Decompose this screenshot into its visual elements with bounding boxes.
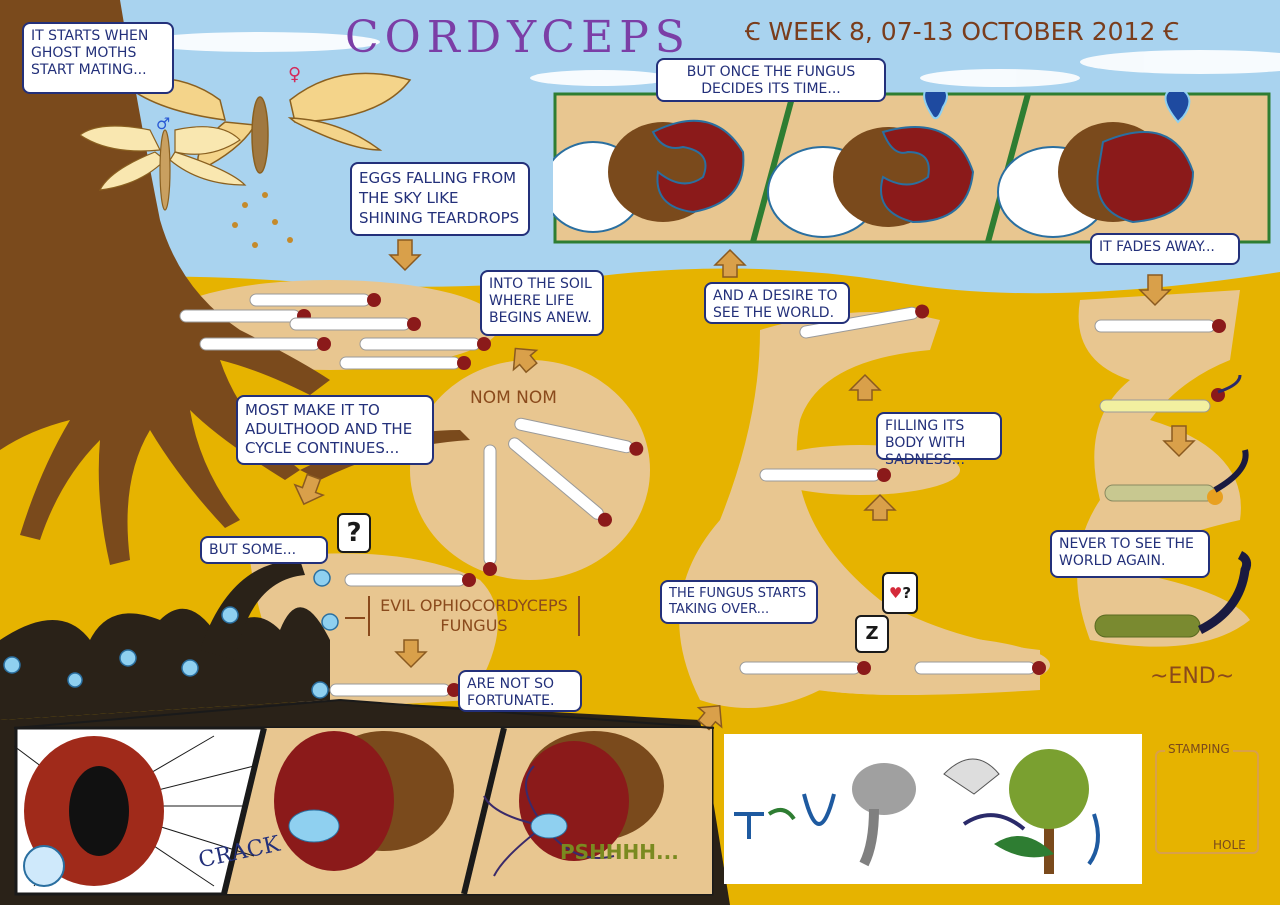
caption-soil: INTO THE SOIL WHERE LIFE BEGINS ANEW. xyxy=(480,270,604,336)
stamping-top-label: STAMPING xyxy=(1165,742,1233,756)
arrow-up-icon xyxy=(713,248,747,278)
fungus-name-label: EVIL OPHIOCORDYCEPS FUNGUS xyxy=(368,596,580,636)
arrow-down-icon xyxy=(293,473,326,506)
arrow-up-icon xyxy=(848,373,882,401)
arrow-up-icon xyxy=(863,493,897,521)
caption-desire: AND A DESIRE TO SEE THE WORLD. xyxy=(704,282,850,324)
heart-question-bubble: ♥? xyxy=(882,572,918,614)
arrow-down-icon xyxy=(1138,274,1172,307)
clouds xyxy=(140,32,1280,87)
sleep-bubble: Z xyxy=(855,615,889,653)
caption-never: NEVER TO SEE THE WORLD AGAIN. xyxy=(1050,530,1210,578)
caption-eggs: EGGS FALLING FROM THE SKY LIKE SHINING T… xyxy=(350,162,530,236)
infected-larvae xyxy=(1094,374,1252,638)
logo-artwork xyxy=(734,749,1100,874)
nom-nom-label: NOM NOM xyxy=(470,388,557,408)
arrow-up-icon xyxy=(696,704,723,731)
caption-sadness: FILLING ITS BODY WITH SADNESS... xyxy=(876,412,1002,468)
caption-but-some: BUT SOME... xyxy=(200,536,328,564)
arrow-up-icon xyxy=(512,347,539,374)
week-label: Ꞓ WEEK 8, 07-13 OCTOBER 2012 Ꞓ xyxy=(745,14,1179,48)
caption-start: IT STARTS WHEN GHOST MOTHS START MATING.… xyxy=(22,22,174,94)
question-bubble: ? xyxy=(337,513,371,553)
caption-fades: IT FADES AWAY... xyxy=(1090,233,1240,265)
caption-not-fortunate: ARE NOT SO FORTUNATE. xyxy=(458,670,582,712)
caption-fungus-decides: BUT ONCE THE FUNGUS DECIDES ITS TIME... xyxy=(656,58,886,102)
week-text: WEEK 8, 07-13 OCTOBER 2012 xyxy=(768,17,1156,46)
falling-eggs xyxy=(232,192,293,248)
female-symbol: ♀ xyxy=(288,64,302,85)
fungus-emergence-panels xyxy=(553,92,1271,244)
caption-adulthood: MOST MAKE IT TO ADULTHOOD AND THE CYCLE … xyxy=(236,395,434,465)
stamping-bottom-label: HOLE xyxy=(1210,838,1249,852)
heart-icon: ♥ xyxy=(888,584,903,602)
arrow-down-icon xyxy=(394,639,428,669)
end-label: ~END~ xyxy=(1150,664,1235,689)
crack-panels xyxy=(14,726,714,896)
male-symbol: ♂ xyxy=(156,114,171,133)
caption-takes-over: THE FUNGUS STARTS TAKING OVER... xyxy=(660,580,818,624)
pshhh-label: PSHHHH... xyxy=(560,840,679,864)
temasuk-logo xyxy=(724,734,1142,884)
spiral-icon: Ꞓ xyxy=(745,17,761,46)
arrow-down-icon xyxy=(388,239,422,272)
spiral-icon: Ꞓ xyxy=(1163,17,1179,46)
heart-question-mark: ? xyxy=(902,584,912,602)
page-title: CORDYCEPS xyxy=(345,12,691,63)
arrow-down-icon xyxy=(1162,425,1196,458)
water-drop-icon xyxy=(3,569,339,699)
